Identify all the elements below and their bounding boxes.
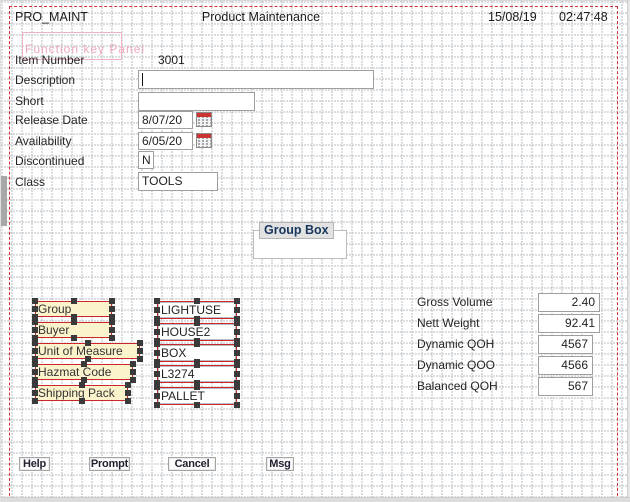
selected-input-unit-of-measure[interactable]: BOX [154,341,240,365]
selected-input-group[interactable]: LIGHTUSE [154,298,240,322]
discontinued-input[interactable]: N [138,151,154,169]
discontinued-label: Discontinued [15,154,85,168]
nett-weight-label: Nett Weight [417,316,480,330]
bottom-window-edge [1,497,630,502]
release-date-label: Release Date [15,113,88,127]
description-label: Description [15,73,76,87]
calendar-icon[interactable] [196,112,212,127]
release-date-input[interactable]: 8/07/20 [138,111,193,129]
description-input[interactable] [138,70,374,89]
short-description-input[interactable] [138,92,255,111]
balanced-qoh-label: Balanced QOH [417,379,498,393]
function-key-panel-box[interactable] [22,32,122,60]
prompt-button[interactable]: Prompt [89,457,130,471]
nett-weight-value[interactable]: 92.41 [538,314,600,333]
availability-label: Availability [15,134,72,148]
text-cursor [142,73,143,86]
group-box-title: Group Box [259,222,334,239]
item-number-value: 3001 [158,53,185,67]
selected-label-group[interactable]: Group [32,298,115,320]
balanced-qoh-value[interactable]: 567 [538,377,593,396]
calendar-icon[interactable] [196,133,212,148]
cancel-button[interactable]: Cancel [168,457,216,471]
selected-input-shipping-pack[interactable]: PALLET [154,384,240,408]
selected-label-shipping-pack[interactable]: Shipping Pack [32,382,131,404]
help-button[interactable]: Help [19,457,50,471]
msg-button[interactable]: Msg [266,457,294,471]
right-window-edge [627,1,630,502]
program-name: PRO_MAINT [15,10,88,24]
dynamic-qoh-value[interactable]: 4567 [538,335,593,354]
selected-label-hazmat-code[interactable]: Hazmat Code [32,361,136,383]
selected-input-buyer[interactable]: HOUSE2 [154,320,240,344]
gross-volume-label: Gross Volume [417,295,493,309]
selected-label-buyer[interactable]: Buyer [32,319,115,341]
selected-input-hazmat-code[interactable]: L3274 [154,362,240,386]
availability-date-input[interactable]: 6/05/20 [138,132,193,150]
item-number-label: Item Number [15,53,85,67]
screen-boundary-dashed-frame [9,6,618,497]
left-scrollbar-thumb[interactable] [1,176,7,226]
page-title: Product Maintenance [201,10,321,24]
class-label: Class [15,175,46,189]
short-label: Short [15,94,44,108]
class-input[interactable]: TOOLS [138,172,218,191]
gross-volume-value[interactable]: 2.40 [538,293,600,312]
header-date: 15/08/19 [488,10,537,24]
function-key-panel-label: Function key Panel [25,42,146,56]
selected-label-unit-of-measure[interactable]: Unit of Measure [32,340,143,362]
header-time: 02:47:48 [559,10,608,24]
dynamic-qoh-label: Dynamic QOH [417,337,495,351]
dynamic-qoo-value[interactable]: 4566 [538,356,593,375]
dynamic-qoo-label: Dynamic QOO [417,358,496,372]
